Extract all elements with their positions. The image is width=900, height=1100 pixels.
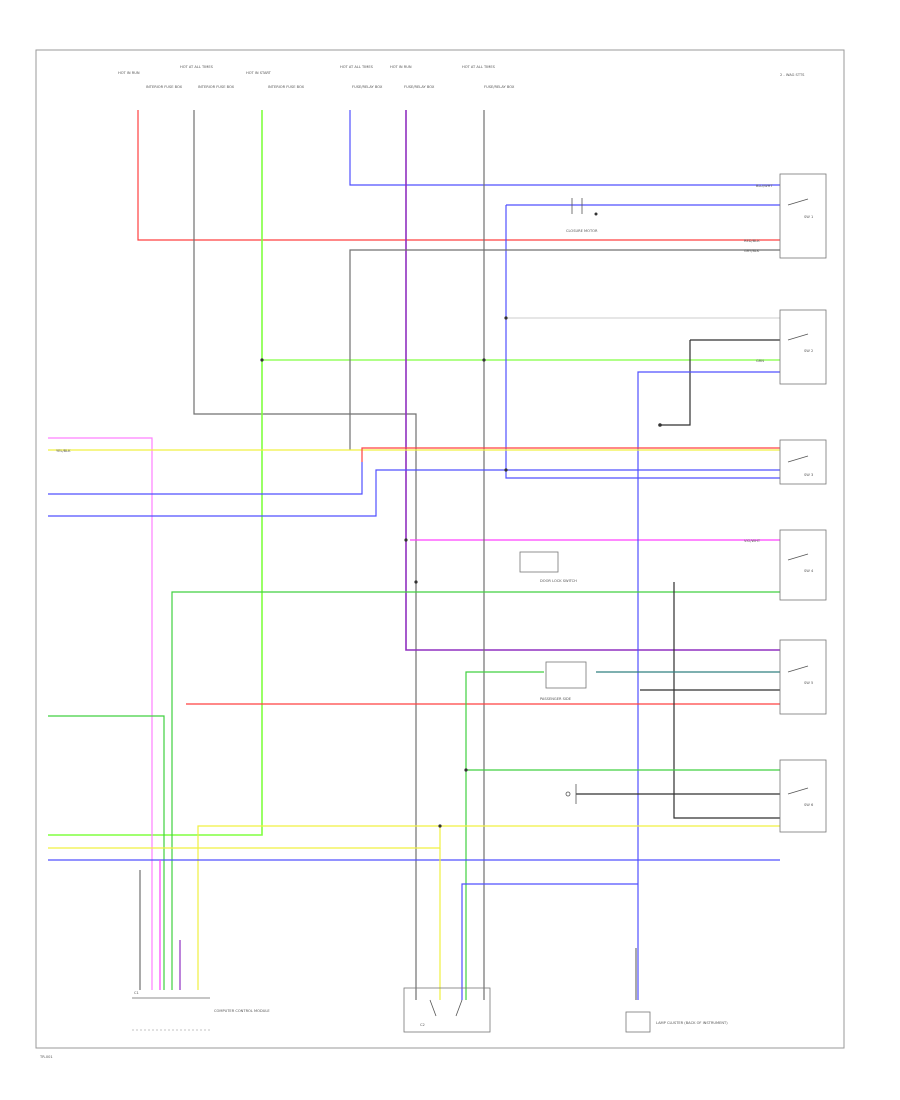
switch-contact-3	[787, 455, 809, 463]
connector-b-label: C2	[420, 1023, 425, 1027]
computer-unit: COMPUTER CONTROL MODULE C1	[132, 991, 270, 1031]
small-switch	[565, 784, 577, 804]
passenger-switch: PASSENGER SIDE	[540, 661, 587, 701]
fuse-label-2: HOT AT ALL TIMES	[180, 65, 214, 69]
junction-dots	[260, 316, 662, 828]
switch-box-2	[779, 309, 827, 385]
diagram-code-label: 2 - WAG STTS	[780, 73, 805, 77]
door-lock-switch: DOOR LOCK SWITCH	[519, 551, 577, 583]
junction-dot	[438, 824, 442, 828]
switch-panels: SW 1 SW 2 SW 3 SW 4 SW 5 SW 6	[779, 173, 827, 833]
gray-wire-3	[349, 249, 780, 450]
wire-label: RED/BLK	[744, 239, 760, 243]
closure-motor-label: CLOSURE MOTOR	[566, 229, 598, 233]
switch-contact-4	[787, 553, 809, 561]
closure-motor: CLOSURE MOTOR	[566, 198, 598, 233]
yellow-wire-2	[48, 825, 780, 849]
junction-dot	[260, 358, 264, 362]
junction-dot	[504, 316, 508, 320]
switch-box-4	[779, 529, 827, 601]
switch-label-1: SW 1	[804, 215, 813, 219]
green-wire-4	[465, 671, 544, 1000]
yellow-wire-3	[197, 825, 440, 990]
junction-dot	[482, 358, 486, 362]
relay-box: C2	[403, 987, 491, 1033]
green-wire-1	[48, 110, 263, 836]
switch-contact-2	[787, 333, 809, 341]
pink-wire-1	[48, 437, 153, 990]
blue-wire-3	[505, 205, 780, 479]
switch-contact-1	[787, 198, 809, 206]
relay-contacts	[429, 999, 463, 1017]
fuse-sub-3: INTERIOR FUSE BOX	[268, 85, 305, 89]
switch-box-6	[779, 759, 827, 833]
wire-label: BLU/WHT	[756, 184, 773, 188]
lamp-cluster-label: LAMP CLUSTER (BACK OF INSTRUMENT)	[656, 1021, 728, 1025]
computer-unit-label: COMPUTER CONTROL MODULE	[214, 1009, 270, 1013]
connector-a-label: C1	[134, 991, 139, 995]
junction-dot	[404, 538, 408, 542]
fuse-label-4: HOT AT ALL TIMES	[340, 65, 374, 69]
junction-dot	[658, 423, 662, 427]
gray-wire-1	[193, 110, 417, 1000]
fuse-sub-6: FUSE/RELAY BOX	[484, 85, 515, 89]
wire-label: VIO/WHT	[744, 539, 761, 543]
wire-label: GRY/BLK	[744, 249, 760, 253]
fuse-sub-2: INTERIOR FUSE BOX	[198, 85, 235, 89]
fuse-label-1: HOT IN RUN	[118, 71, 140, 75]
wire-label: GRN	[756, 359, 764, 363]
blue-wire-6	[48, 469, 780, 517]
passenger-switch-box	[545, 661, 587, 689]
passenger-switch-label: PASSENGER SIDE	[540, 697, 572, 701]
door-lock-switch-label: DOOR LOCK SWITCH	[540, 579, 577, 583]
switch-box-1	[779, 173, 827, 259]
switch-label-4: SW 4	[804, 569, 814, 573]
junction-dot	[504, 468, 508, 472]
diagram-frame	[35, 49, 845, 1049]
relay-box-outline	[403, 987, 491, 1033]
fuse-sub-5: FUSE/RELAY BOX	[404, 85, 435, 89]
wire-group	[48, 110, 780, 1000]
fuse-sub-4: FUSE/RELAY BOX	[352, 85, 383, 89]
switch-box-5	[779, 639, 827, 715]
blue-wire-4	[637, 371, 780, 1000]
dark-wire-3	[673, 582, 780, 819]
switch-label-5: SW 5	[804, 681, 813, 685]
red-wire-2	[361, 447, 780, 462]
dark-wire-2	[660, 340, 691, 426]
fuse-label-3: HOT IN START	[246, 71, 272, 75]
switch-box-3	[779, 439, 827, 485]
door-lock-switch-box	[519, 551, 559, 573]
fuse-labels: HOT IN RUN INTERIOR FUSE BOX HOT AT ALL …	[118, 65, 515, 89]
switch-label-3: SW 3	[804, 473, 813, 477]
closure-motor-dot	[594, 212, 598, 216]
footer-code-label: TR-001	[39, 1055, 53, 1059]
red-wire-1	[137, 110, 780, 241]
fuse-label-6: HOT AT ALL TIMES	[462, 65, 496, 69]
switch-contact-5	[787, 665, 809, 673]
switch-label-6: SW 6	[804, 803, 814, 807]
green-wire-2	[171, 591, 780, 990]
blue-wire-1	[349, 110, 780, 186]
fuse-label-5: HOT IN RUN	[390, 65, 412, 69]
blue-wire-8	[461, 883, 638, 1000]
switch-label-2: SW 2	[804, 349, 813, 353]
junction-dot	[464, 768, 468, 772]
fuse-sub-1: INTERIOR FUSE BOX	[146, 85, 183, 89]
lamp-cluster: LAMP CLUSTER (BACK OF INSTRUMENT)	[625, 1011, 728, 1033]
lamp-cluster-box	[625, 1011, 651, 1033]
wire-labels: BLU/WHT GRN RED/BLK YEL/BLK VIO/WHT GRY/…	[56, 184, 773, 543]
blue-wire-5	[48, 462, 363, 495]
purple-wire-1	[405, 110, 780, 651]
switch-contact-6	[787, 787, 809, 795]
wire-label: YEL/BLK	[56, 449, 71, 453]
junction-dot	[414, 580, 418, 584]
green-wire-3	[48, 715, 165, 990]
small-switch-terminal	[565, 791, 571, 797]
